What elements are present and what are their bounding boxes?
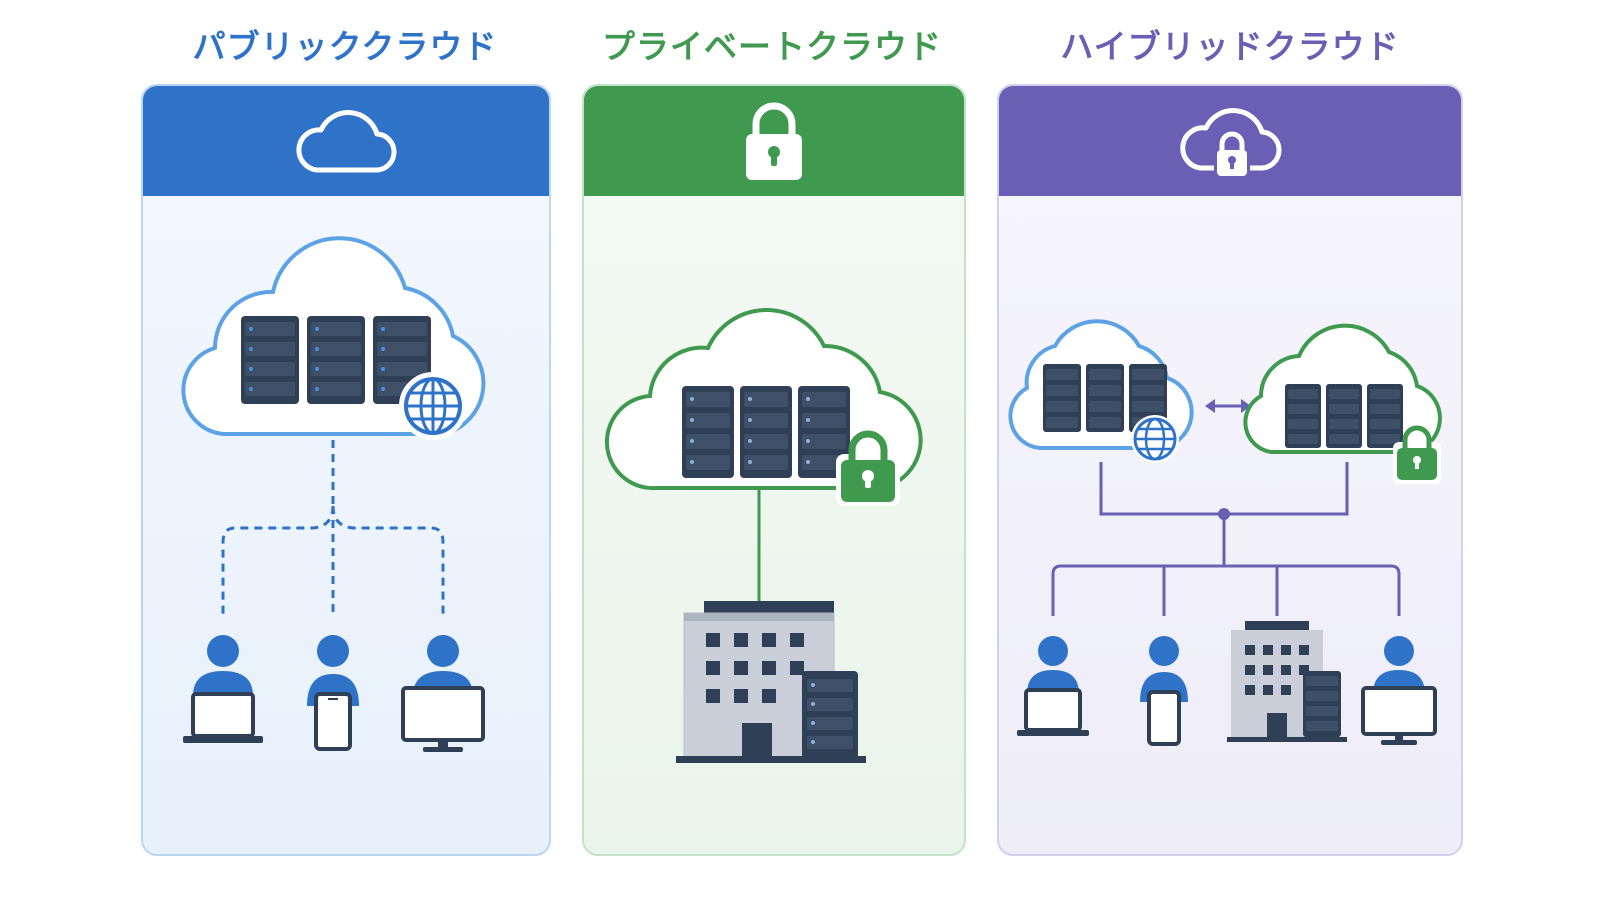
server-rack-2: [307, 316, 365, 404]
user-phone: [307, 635, 359, 751]
user-monitor: [1361, 636, 1437, 745]
server-rack-1: [682, 386, 734, 478]
server-rack-1: [1043, 364, 1081, 432]
private-cloud-header: [584, 86, 964, 196]
hybrid-connection-lines: [1051, 462, 1401, 616]
public-cloud-card: [141, 84, 551, 856]
server-rack-2: [740, 386, 792, 478]
lock-badge-icon: [1393, 425, 1441, 484]
user-laptop: [1017, 636, 1089, 736]
cloud-lock-icon: [1180, 108, 1282, 178]
server-rack-5: [1326, 384, 1362, 448]
globe-icon: [399, 372, 467, 440]
lock-icon: [746, 102, 802, 180]
user-laptop: [183, 635, 263, 743]
connection-node: [1218, 508, 1230, 520]
hybrid-cloud-body: [999, 196, 1461, 854]
user-monitor: [401, 635, 485, 752]
server-rack-4: [1285, 384, 1321, 448]
private-cloud-card: [582, 84, 966, 856]
cloud-icon: [296, 110, 397, 173]
hybrid-cloud-card: [997, 84, 1463, 856]
server-rack-1: [241, 316, 299, 404]
hybrid-cloud-title: ハイブリッドクラウド: [1060, 27, 1400, 66]
user-phone: [1140, 636, 1188, 746]
public-cloud-header: [143, 86, 549, 196]
lock-badge-icon: [836, 430, 900, 506]
hybrid-cloud-header: [999, 86, 1461, 196]
private-cloud-body: [584, 196, 964, 854]
private-cloud-title: プライベートクラウド: [602, 27, 942, 66]
onprem-server-rack: [1303, 671, 1341, 737]
server-rack-3: [798, 386, 850, 478]
globe-icon: [1131, 415, 1179, 463]
server-rack-6: [1367, 384, 1403, 448]
bidirectional-arrow-icon: [1205, 399, 1251, 413]
public-cloud-title: パブリッククラウド: [192, 27, 498, 66]
public-connection-lines: [221, 440, 445, 616]
public-cloud-body: [143, 196, 549, 854]
server-rack-2: [1086, 364, 1124, 432]
onprem-server-rack: [802, 671, 858, 759]
